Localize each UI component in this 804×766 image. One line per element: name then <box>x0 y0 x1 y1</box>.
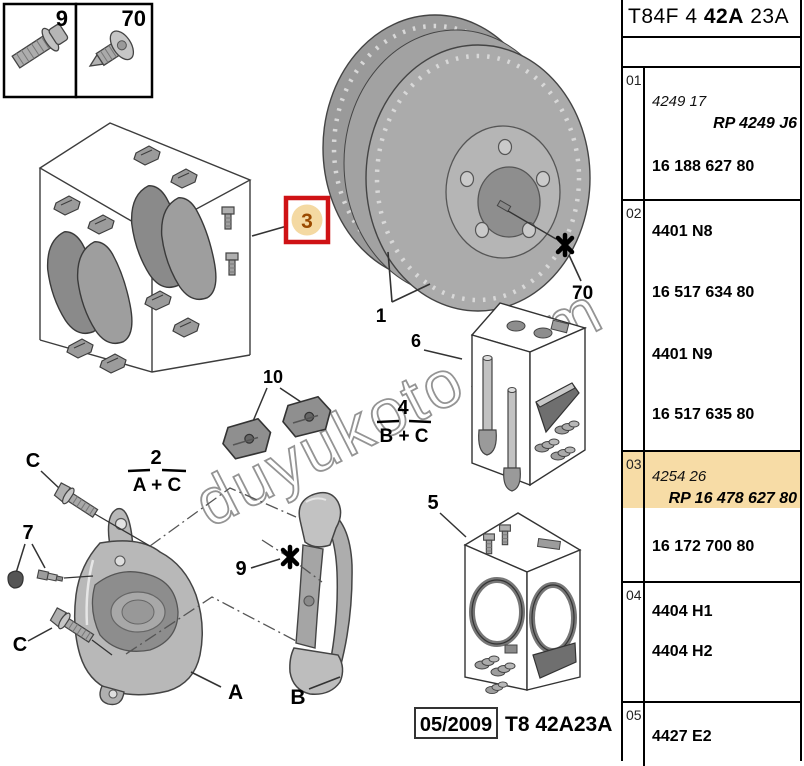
disc-center-bore <box>477 166 541 238</box>
row-number: 01 <box>623 68 645 199</box>
guide-pin-1 <box>478 355 497 456</box>
exploded-brake-diagram: 9 70 3 <box>2 2 615 739</box>
part-number: 4401 N8 <box>652 223 713 240</box>
table-row-04[interactable]: 04 4404 H1 4404 H2 <box>623 583 800 703</box>
callout-5: 5 <box>427 492 438 514</box>
table-row-02[interactable]: 02 4401 N8 16 517 634 80 4401 N9 16 517 … <box>623 201 800 452</box>
kit2-set: A + C <box>133 475 182 496</box>
row-number: 05 <box>623 703 645 766</box>
table-row-05[interactable]: 05 4427 E2 <box>623 703 800 766</box>
date-box <box>414 707 498 739</box>
title-prefix: T84F 4 <box>628 5 704 28</box>
disc-screw-callout: 70 <box>496 199 593 304</box>
bracket-b <box>289 491 353 695</box>
kit2-number: 2 <box>150 447 161 469</box>
leader-c-lower <box>27 627 53 642</box>
kit4-callout: 4 B + C <box>376 397 432 447</box>
part-number: 16 188 627 80 <box>652 158 755 175</box>
callout-3-label: 3 <box>301 210 313 233</box>
leader-b <box>308 676 341 690</box>
hex-plug <box>504 644 518 654</box>
callout-3-highlight[interactable]: 3 <box>283 195 331 245</box>
part-number: 4401 N9 <box>652 346 713 363</box>
torx-screw-icon <box>88 30 135 67</box>
leader-a <box>190 671 222 688</box>
row-number: 03 <box>623 452 645 581</box>
callout-a: A <box>228 681 243 704</box>
part-number: 4427 E2 <box>652 728 712 745</box>
callout-c-upper: C <box>26 450 40 472</box>
leader-9 <box>250 558 281 569</box>
part-ref: 4249 17 <box>652 93 707 110</box>
parts-list-panel: T84F 4 42A 23A 01 4249 17 RP 4249 J6 16 … <box>621 0 802 766</box>
callout-c-lower: C <box>13 634 27 656</box>
fit-x-mark-2 <box>280 544 300 570</box>
leader-6 <box>423 349 463 360</box>
part-number: 16 172 700 80 <box>652 538 755 555</box>
grease-sachet-2 <box>532 642 577 679</box>
callout-b: B <box>290 686 305 709</box>
leader-5 <box>439 512 467 538</box>
part-rp: RP 16 478 627 80 <box>668 490 797 507</box>
fastener-inset: 9 70 <box>2 2 154 99</box>
table-row-01[interactable]: 01 4249 17 RP 4249 J6 16 188 627 80 <box>623 68 800 201</box>
leader-7 <box>15 543 46 574</box>
part-number: 16 517 634 80 <box>652 284 755 301</box>
bleed-cap <box>7 570 24 589</box>
kit4-set: B + C <box>379 426 428 447</box>
pad-kit-bolt-1 <box>221 206 235 230</box>
footer-date: 05/2009 <box>420 714 492 736</box>
callout-70: 70 <box>572 283 593 304</box>
kit2-callout: 2 A + C <box>127 447 187 496</box>
part-number: 16 517 635 80 <box>652 406 755 423</box>
pin-bushings <box>506 319 570 339</box>
fit-x-mark <box>555 232 575 258</box>
callout-6: 6 <box>411 331 421 351</box>
kit4-number: 4 <box>397 397 409 419</box>
catalog-title: T84F 4 42A 23A <box>623 0 800 38</box>
inset-label-70: 70 <box>122 6 146 31</box>
panel-spacer <box>623 38 800 68</box>
guide-bolt-upper <box>51 480 101 522</box>
leader-1 <box>387 251 431 303</box>
row-number: 04 <box>623 583 645 701</box>
callout-10: 10 <box>263 367 283 387</box>
row-number: 02 <box>623 201 645 450</box>
brake-disc <box>322 14 591 312</box>
guide-pin-2 <box>503 387 521 492</box>
caliper-a <box>73 507 203 706</box>
title-suffix: 23A <box>743 5 790 28</box>
flange-bolt-icon <box>11 23 69 69</box>
title-bold: 42A <box>703 5 744 28</box>
row-03-highlight <box>623 450 800 508</box>
leader-c-upper <box>40 470 61 490</box>
part-number: 4404 H2 <box>652 643 713 660</box>
part-rp: RP 4249 J6 <box>713 115 797 132</box>
guide-pin-kit-box <box>470 302 588 492</box>
disc-stud-holes <box>459 138 551 239</box>
pad-kit-bolt-2 <box>225 252 239 276</box>
table-row-03[interactable]: 03 4254 26 RP 16 478 627 80 16 172 700 8… <box>623 452 800 583</box>
inset-label-9: 9 <box>56 6 68 31</box>
callout-1: 1 <box>376 306 387 327</box>
part-number: 4404 H1 <box>652 603 713 620</box>
carrier-kit-box <box>463 512 582 695</box>
bleed-screw <box>36 569 64 582</box>
footer-label: 05/2009 T8 42A23A <box>414 707 612 739</box>
callout-7: 7 <box>22 522 33 544</box>
footer-code: T8 42A23A <box>505 713 612 736</box>
part-ref: 4254 26 <box>652 468 707 485</box>
callout-9: 9 <box>235 558 246 580</box>
